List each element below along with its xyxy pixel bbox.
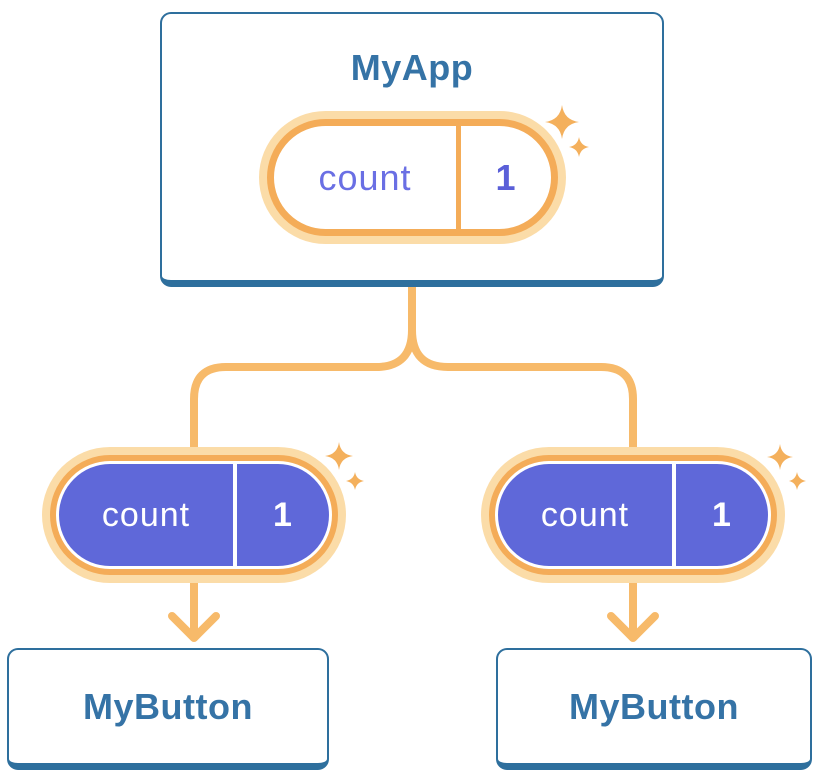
pill-divider <box>672 464 676 566</box>
branch-connector-left <box>190 280 416 469</box>
pill-divider <box>233 464 237 566</box>
prop-pill-right: count 1 <box>489 455 777 575</box>
pill-divider <box>456 126 461 229</box>
pill-value: 1 <box>237 464 329 566</box>
prop-pill-body: count 1 <box>59 464 329 566</box>
sparkle-icon <box>325 442 364 490</box>
mybutton-component-box-right: MyButton <box>496 648 812 770</box>
component-title: MyApp <box>350 47 474 88</box>
arrow-down-right-icon <box>607 574 659 642</box>
branch-connector-right <box>408 280 637 469</box>
component-title: MyButton <box>83 685 253 727</box>
pill-label: count <box>59 464 233 566</box>
arrow-down-left-icon <box>168 574 220 642</box>
state-pill-root: count 1 <box>267 119 558 236</box>
pill-label: count <box>318 156 412 198</box>
component-title: MyButton <box>569 685 739 727</box>
prop-pill-left: count 1 <box>50 455 338 575</box>
prop-pill-body: count 1 <box>498 464 768 566</box>
sparkle-icon <box>545 105 589 157</box>
sparkle-icon <box>767 444 806 490</box>
mybutton-component-box-left: MyButton <box>7 648 329 770</box>
pill-value: 1 <box>495 156 517 198</box>
pill-value: 1 <box>676 464 768 566</box>
pill-label: count <box>498 464 672 566</box>
